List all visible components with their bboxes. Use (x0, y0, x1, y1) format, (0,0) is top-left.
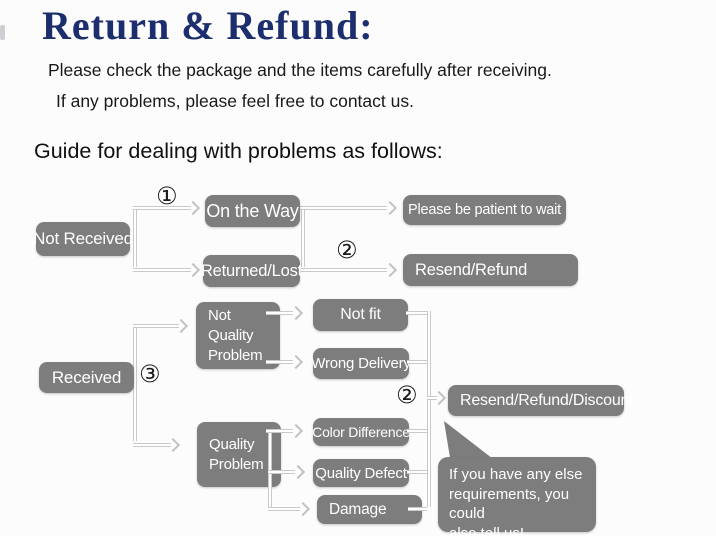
node-quality-defect: Quality Defect (313, 459, 409, 487)
node-received: Received (39, 362, 134, 393)
connector-line (266, 360, 293, 364)
arrowhead-icon (288, 423, 304, 439)
connector-line (133, 268, 191, 272)
connector-line (133, 324, 179, 328)
arrowhead-icon (382, 262, 398, 278)
connector-line (268, 429, 272, 507)
arrowhead-icon (295, 501, 311, 517)
step-marker-2-bottom: ② (396, 381, 418, 409)
connector-line (266, 429, 293, 433)
page-title: Return & Refund: (42, 3, 374, 48)
step-marker-2-top: ② (336, 236, 358, 264)
arrowhead-icon (173, 318, 189, 334)
arrowhead-icon (431, 390, 447, 406)
arrowhead-icon (185, 262, 201, 278)
connector-line (427, 396, 437, 400)
note-bubble: If you have any else requirements, you c… (438, 457, 596, 536)
intro-line-2: If any problems, please feel free to con… (56, 91, 414, 111)
arrowhead-icon (382, 200, 398, 216)
connector-line (301, 208, 305, 267)
connector-line (407, 429, 427, 433)
connector-line (133, 208, 137, 267)
node-not-fit: Not fit (313, 299, 408, 331)
connector-line (266, 311, 293, 315)
connector-line (268, 470, 295, 474)
step-marker-3: ③ (139, 360, 161, 388)
connector-line (268, 507, 300, 511)
arrowhead-icon (288, 354, 304, 370)
connector-line (407, 470, 427, 474)
node-wrong-delivery: Wrong Delivery (311, 348, 411, 379)
node-please-be-patient: Please be patient to wait (403, 195, 566, 225)
node-resend-refund-discount: Resend/Refund/Discount (448, 385, 634, 416)
arrowhead-icon (290, 464, 306, 480)
connector-line (408, 507, 427, 511)
arrowhead-icon (185, 200, 201, 216)
connector-line (133, 206, 191, 210)
guide-heading: Guide for dealing with problems as follo… (34, 139, 443, 163)
node-resend-refund: Resend/Refund (403, 254, 578, 286)
connector-line (133, 443, 171, 447)
edge-artifact (0, 25, 5, 40)
connector-line (406, 311, 427, 315)
intro-line-1: Please check the package and the items c… (48, 60, 552, 80)
arrowhead-icon (165, 437, 181, 453)
step-marker-1: ① (156, 182, 178, 210)
node-color-difference: Color Difference (312, 418, 410, 446)
node-returned-lost: Returned/Lost (201, 255, 302, 287)
bubble-tail (444, 421, 497, 464)
node-not-received: Not Received (33, 222, 133, 256)
connector-line (407, 360, 427, 364)
arrowhead-icon (288, 305, 304, 321)
node-on-the-way: On the Way (205, 195, 300, 227)
connector-line (299, 268, 387, 272)
connector-line (427, 311, 431, 507)
node-quality-problem: Quality Problem (197, 422, 281, 487)
connector-line (299, 206, 387, 210)
node-damage: Damage (317, 495, 422, 524)
